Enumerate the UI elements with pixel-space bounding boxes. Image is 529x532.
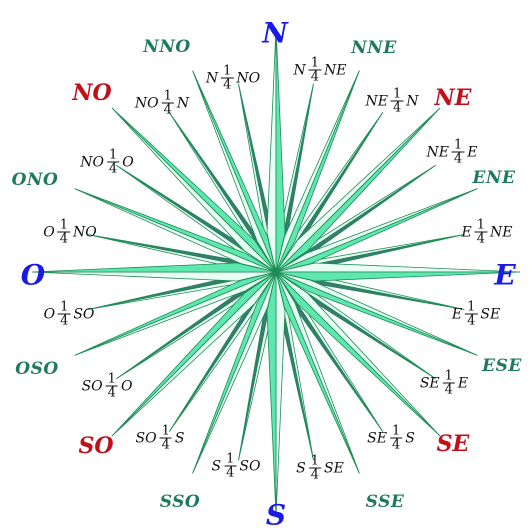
third-ray-right <box>275 70 360 273</box>
third-ray-right <box>74 188 277 273</box>
label-ono: ONO <box>11 170 59 190</box>
cardinal-ray-right <box>31 262 277 273</box>
intercardinal-ray-right <box>275 107 441 273</box>
label-n: N <box>262 16 288 50</box>
cardinal-ray-right <box>275 271 521 282</box>
cardinal-ray-left <box>275 271 286 517</box>
label-nne: NNE <box>351 38 397 58</box>
label-no: NO <box>72 80 112 106</box>
third-ray-right <box>192 271 277 474</box>
label-sso: SSO <box>159 492 201 512</box>
label-nno: NNO <box>143 37 191 57</box>
label-ese: ESE <box>482 356 522 376</box>
label-o: O <box>20 258 46 292</box>
cardinal-ray-right <box>266 271 277 517</box>
intercardinal-ray-right <box>111 271 277 437</box>
cardinal-ray-left <box>31 271 277 282</box>
intercardinal-ray-right <box>275 271 441 437</box>
cardinal-ray-left <box>266 27 277 273</box>
intercardinal-ray-right <box>111 107 277 273</box>
cardinal-ray-right <box>275 27 286 273</box>
cardinal-ray-left <box>275 262 521 273</box>
label-so: SO <box>78 433 114 459</box>
third-ray-right <box>275 271 478 356</box>
label-sse: SSE <box>365 492 405 512</box>
label-oso: OSO <box>15 359 59 379</box>
label-e: E <box>494 258 516 292</box>
label-ene: ENE <box>472 168 516 188</box>
label-s: S <box>265 498 287 532</box>
label-se: SE <box>436 431 470 457</box>
label-ne: NE <box>434 85 472 111</box>
